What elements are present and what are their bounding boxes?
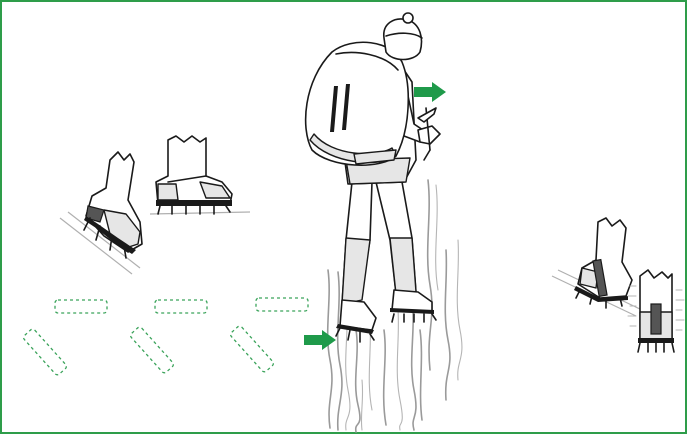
footprint-diagonal-1 (22, 328, 67, 376)
boot-right-front (628, 270, 684, 352)
boot-diagonal (84, 152, 142, 258)
right-arrow-icon (414, 82, 446, 102)
boot-flat (156, 136, 232, 214)
footprint-tracks (22, 298, 308, 376)
footprint-horizontal-3 (256, 298, 308, 311)
head (384, 13, 422, 60)
boot-pair-right (552, 218, 684, 352)
boot-right-slope (574, 218, 632, 308)
footprint-horizontal-1 (55, 300, 107, 313)
right-arrow-icon (304, 330, 336, 350)
backpack (306, 42, 409, 165)
climber-figure (306, 13, 462, 432)
boot-pair-upper-left (60, 136, 250, 274)
footprint-diagonal-2 (129, 326, 174, 374)
footprint-horizontal-2 (155, 300, 207, 313)
footprint-diagonal-3 (229, 325, 274, 373)
